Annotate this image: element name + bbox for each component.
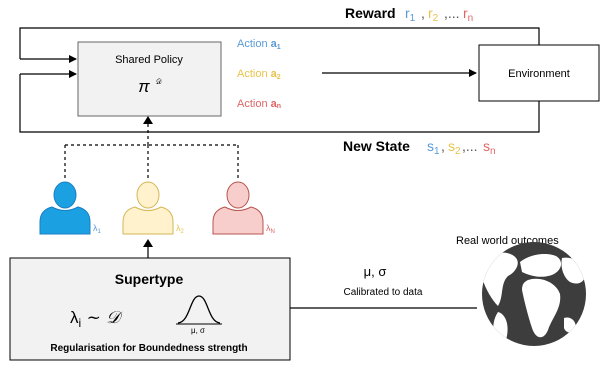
user-icon xyxy=(212,181,264,235)
environment-label: Environment xyxy=(508,68,570,80)
policy-title: Shared Policy xyxy=(115,54,183,66)
policy-superscript: 𝒟 xyxy=(156,79,162,86)
calibration-params: μ, σ xyxy=(364,264,387,279)
svg-text:rn: rn xyxy=(463,5,473,24)
agent-connectors xyxy=(64,122,239,178)
svg-text:r2: r2 xyxy=(428,5,439,24)
svg-text:,...: ,... xyxy=(462,138,478,154)
feedback-loop xyxy=(19,27,540,133)
action-n-label: Action an xyxy=(237,98,281,110)
distribution-curve xyxy=(176,295,222,325)
agent-2-lambda: λ2 xyxy=(176,223,185,235)
actions-list: Action a1 Action a2 Action an xyxy=(237,38,281,110)
agent-1-lambda: λ1 xyxy=(93,223,102,235)
svg-text:,: , xyxy=(441,138,445,154)
new-state-values: s1 , s2 ,... sn xyxy=(427,138,496,157)
svg-text:s1: s1 xyxy=(427,138,440,157)
reward-values: r1 , r2 ,... rn xyxy=(405,5,473,24)
environment-box: Environment xyxy=(478,44,600,102)
user-icon xyxy=(122,181,174,235)
supertype-caption: Regularisation for Boundedness strength xyxy=(50,343,247,354)
agent-n: λN xyxy=(212,181,275,235)
agent-n-lambda: λN xyxy=(266,223,275,235)
svg-text:r1: r1 xyxy=(405,5,416,24)
supertype-formula: λi ~ 𝒟 xyxy=(70,308,123,330)
agent-2: λ2 xyxy=(122,181,185,235)
policy-symbol: π xyxy=(138,77,150,96)
reward-label: Reward xyxy=(345,5,396,21)
action-1-label: Action a1 xyxy=(237,38,281,51)
distribution-params: μ, σ xyxy=(191,326,205,335)
policy-input-arrowhead xyxy=(143,116,153,124)
svg-text:s2: s2 xyxy=(448,138,461,157)
shared-policy-box: Shared Policy π 𝒟 xyxy=(77,41,222,117)
user-icon xyxy=(39,181,91,235)
state-loop-line xyxy=(19,74,540,133)
agent-1: λ1 xyxy=(39,181,102,235)
svg-text:,: , xyxy=(421,5,425,21)
new-state-label: New State xyxy=(343,138,410,154)
action-2-label: Action a2 xyxy=(237,68,281,81)
supertype-arrowhead xyxy=(143,239,153,247)
reward-loop-line xyxy=(19,27,540,60)
svg-text:sn: sn xyxy=(483,138,496,157)
supertype-title: Supertype xyxy=(115,271,184,287)
globe-icon xyxy=(482,242,586,346)
supertype-box: Supertype λi ~ 𝒟 μ, σ Regularisation for… xyxy=(9,257,291,361)
calibration-caption: Calibrated to data xyxy=(344,287,423,298)
svg-text:,...: ,... xyxy=(444,5,460,21)
